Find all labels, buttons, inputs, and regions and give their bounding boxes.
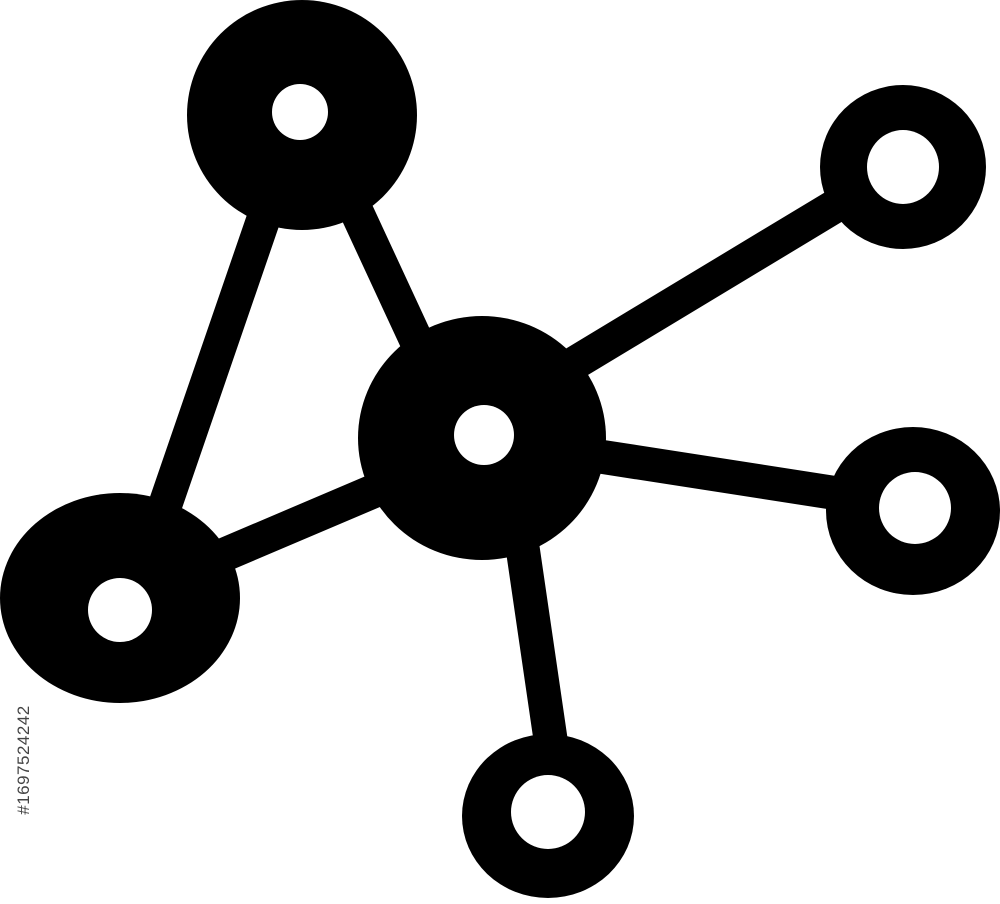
line-center-to-upper-right [538,168,887,392]
stock-id-watermark: #1697524242 [12,660,36,860]
line-top-to-left [143,183,287,537]
node-bottom [462,734,634,898]
node-left [0,493,240,703]
node-upper-right [820,85,986,249]
node-right [826,427,1000,595]
stock-id-text: #1697524242 [14,705,34,815]
node-center [358,316,606,560]
node-top [187,0,417,230]
line-center-to-bottom [503,513,572,787]
connector-lines [143,148,897,787]
line-left-to-center [183,463,417,582]
